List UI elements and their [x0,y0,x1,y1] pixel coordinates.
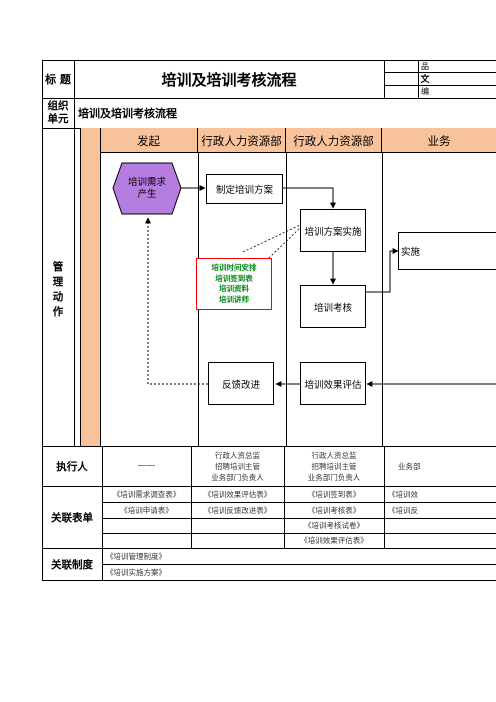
flow-node-implement[interactable]: 培训方案实施 [300,209,366,252]
mgmt-char: 动 [52,291,64,303]
swimlane-area [80,128,496,446]
executor-col3-line: 业务部门负责人 [307,472,361,482]
page-title: 培训及培训考核流程 [161,70,297,89]
forms-cell: 《培训反 [388,505,418,515]
mgmt-char: 管 [52,261,64,273]
lane-header-initiate: 发起 [100,128,198,153]
note-line: 培训时间安排 [211,263,257,272]
start-hexagon [112,162,182,215]
policy-label: 关联制度 [51,558,93,571]
header-fragment-1: 品 [421,61,429,71]
policy-item: 《培训管理制度》 [106,551,166,561]
forms-cell: 《培训申请表》 [120,505,173,515]
note-line: 培训资料 [219,284,249,293]
executor-col2-line: 招聘培训主管 [215,461,260,471]
forms-cell: 《培训考核试卷》 [304,521,364,530]
mgmt-label: 管 理 动 作 [42,245,74,335]
executor-col3-line: 行政人资总监 [311,450,357,460]
forms-cell: 《培训反馈改进表》 [203,505,272,515]
lane-header-hr-1: 行政人力资源部 [198,128,286,153]
org-label: 组织 单元 [42,98,74,128]
flow-node-exam[interactable]: 培训考核 [300,285,366,328]
note-line: 培训讲师 [219,294,249,304]
flow-node-plan[interactable]: 制定培训方案 [206,174,283,204]
flow-node-feedback[interactable]: 反馈改进 [208,362,274,405]
lane-header-business: 业务 [427,133,451,148]
executor-col1: —— [137,461,156,471]
forms-label: 关联表单 [51,511,93,524]
forms-cell: 《培训效果评估表》 [203,489,272,499]
executor-col3: 行政人资总监 招聘培训主管 业务部门负责人 [284,446,384,486]
mgmt-char: 理 [52,276,64,288]
executor-col2: 行政人资总监 招聘培训主管 业务部门负责人 [191,446,284,486]
policy-item: 《培训实施方案》 [106,567,166,577]
forms-cell: 《培训需求调查表》 [112,489,181,499]
executor-col3-line: 招聘培训主管 [311,461,357,471]
flow-node-start[interactable]: 培训需求产生 [127,176,166,200]
org-label-line2: 单元 [47,113,69,125]
org-label-line1: 组织 [47,100,69,112]
flow-node-evaluate[interactable]: 培训效果评估 [300,362,366,405]
lane-header-hr-2: 行政人力资源部 [286,128,382,153]
title-label: 标 题 [45,73,71,86]
executor-col2-line: 行政人资总监 [215,450,260,460]
forms-cell: 《培训效果评估表》 [300,536,368,545]
executor-col2-line: 业务部门负责人 [211,472,264,482]
forms-cell: 《培训签到表》 [307,489,361,499]
executor-label: 执行人 [56,460,88,473]
forms-cell: 《培训效 [388,489,418,499]
org-value: 培训及培训考核流程 [78,107,177,120]
note-line: 培训签到表 [215,273,253,283]
forms-cell: 《培训考核表》 [307,505,361,515]
flow-node-partial-right[interactable]: 实施 [398,232,496,270]
header-fragment-3: 编 [421,87,429,96]
mgmt-char: 作 [52,306,64,318]
header-fragment-2: 文 [420,75,430,85]
executor-col4: 业务部 [398,461,421,471]
note-box: 培训时间安排 培训签到表 培训资料 培训讲师 [196,258,272,310]
